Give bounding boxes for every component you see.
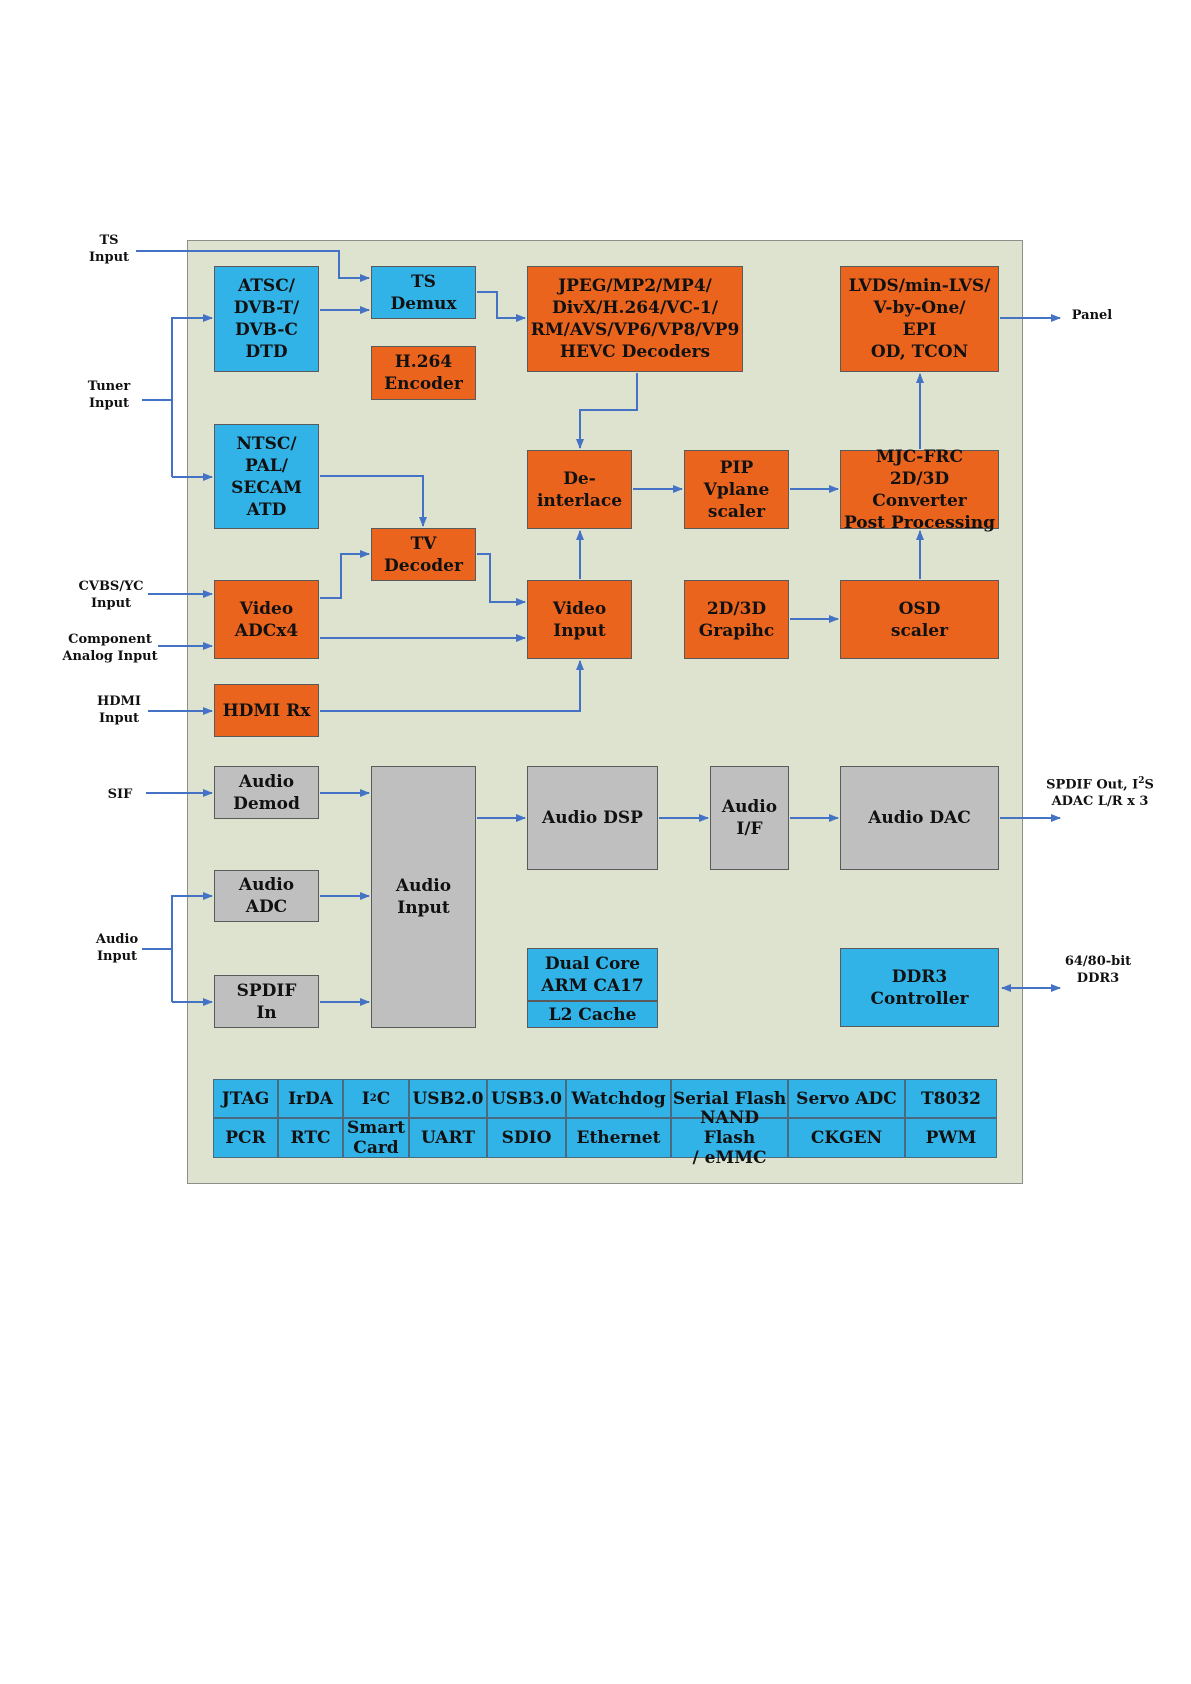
arrow-audio-adc	[171, 892, 213, 1002]
sif-label: SIF	[107, 787, 133, 802]
peripheral-usb2: USB2.0	[409, 1079, 487, 1118]
peripheral-watchdog: Watchdog	[566, 1079, 671, 1118]
peripheral-pwm: PWM	[905, 1118, 997, 1158]
audio-adc-block: Audio ADC	[214, 870, 319, 922]
audio-input-label: Audio Input	[95, 932, 139, 964]
spdif-in-block: SPDIF In	[214, 975, 319, 1028]
audio-dsp-block: Audio DSP	[527, 766, 658, 870]
lvds-output-block: LVDS/min-LVS/ V-by-One/ EPI OD, TCON	[840, 266, 999, 372]
video-decoders-block: JPEG/MP2/MP4/ DivX/H.264/VC-1/ RM/AVS/VP…	[527, 266, 743, 372]
mjc-frc-block: MJC-FRC 2D/3D Converter Post Processing	[840, 447, 999, 533]
arrow-tuner-atsc	[171, 314, 213, 477]
tv-decoder-block: TV Decoder	[371, 528, 476, 581]
arrow-demux-decoders	[477, 291, 526, 322]
panel-label: Panel	[1071, 308, 1113, 323]
osd-scaler-block: OSD scaler	[840, 580, 999, 659]
arrow-tvdecoder-videoinput	[477, 553, 526, 606]
audio-demod-block: Audio Demod	[214, 766, 319, 819]
pip-scaler-block: PIP Vplane scaler	[684, 450, 789, 529]
hdmi-rx-block: HDMI Rx	[214, 684, 319, 737]
video-adc-block: Video ADCx4	[214, 580, 319, 659]
component-input-label: Component Analog Input	[62, 632, 158, 664]
arrow-hdmirx-videoinput	[320, 660, 584, 712]
ddr3-bus-label: 64/80-bit DDR3	[1064, 954, 1132, 986]
tuner-input-label: Tuner Input	[87, 379, 131, 411]
arrow-adc-tvdecoder	[320, 550, 370, 599]
peripheral-uart: UART	[409, 1118, 487, 1158]
peripheral-ckgen: CKGEN	[788, 1118, 905, 1158]
peripheral-sdio: SDIO	[487, 1118, 566, 1158]
peripheral-usb3: USB3.0	[487, 1079, 566, 1118]
arrow-ts-input	[136, 250, 370, 282]
peripheral-irda: IrDA	[278, 1079, 343, 1118]
atsc-dtd-block: ATSC/ DVB-T/ DVB-C DTD	[214, 266, 319, 372]
audio-dac-block: Audio DAC	[840, 766, 999, 870]
graphic-block: 2D/3D Grapihc	[684, 580, 789, 659]
ntsc-atd-block: NTSC/ PAL/ SECAM ATD	[214, 424, 319, 529]
h264-encoder-block: H.264 Encoder	[371, 346, 476, 400]
deinterlace-block: De- interlace	[527, 450, 632, 529]
video-input-block: Video Input	[527, 580, 632, 659]
arrow-ntsc-tvdecoder	[320, 475, 427, 527]
peripheral-smart-card: Smart Card	[343, 1118, 409, 1158]
hdmi-input-label: HDMI Input	[96, 694, 142, 726]
peripheral-t8032: T8032	[905, 1079, 997, 1118]
audio-if-block: Audio I/F	[710, 766, 789, 870]
peripheral-jtag: JTAG	[213, 1079, 278, 1118]
ts-input-label: TS Input	[88, 233, 130, 265]
arrow-decoders-deinterlace	[576, 373, 638, 449]
l2-cache-block: L2 Cache	[527, 1001, 658, 1028]
peripheral-rtc: RTC	[278, 1118, 343, 1158]
peripheral-servo-adc: Servo ADC	[788, 1079, 905, 1118]
peripheral-pcr: PCR	[213, 1118, 278, 1158]
peripheral-nand-emmc: NAND Flash / eMMC	[671, 1108, 788, 1168]
audio-input-block: Audio Input	[371, 766, 476, 1028]
ddr3-controller-block: DDR3 Controller	[840, 948, 999, 1027]
peripheral-ethernet: Ethernet	[566, 1118, 671, 1158]
cpu-block: Dual Core ARM CA17	[527, 948, 658, 1001]
ts-demux-block: TS Demux	[371, 266, 476, 319]
peripheral-serial-flash: Serial Flash	[671, 1079, 788, 1118]
cvbs-input-label: CVBS/YC Input	[78, 579, 144, 611]
